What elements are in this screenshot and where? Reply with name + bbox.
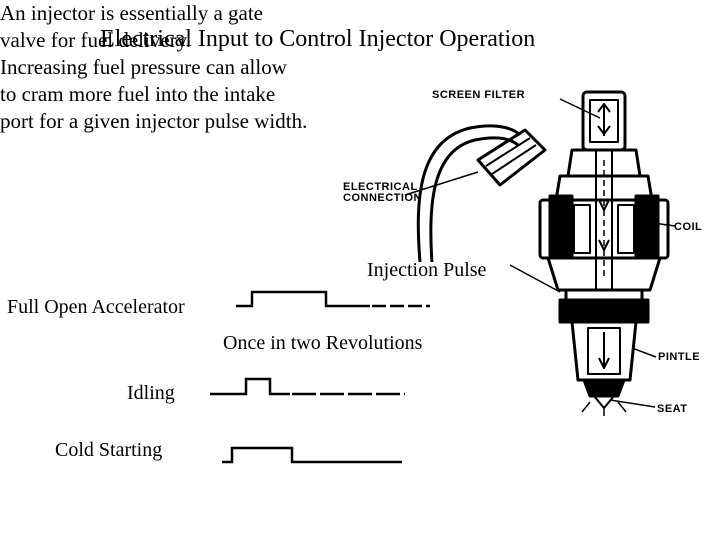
label-screen-filter: SCREEN FILTER [432,89,526,101]
waveform-cold-starting [222,446,402,464]
slide-title: Electrical Input to Control Injector Ope… [100,26,536,52]
description-paragraph: An injector is essentially a gate valve … [0,0,400,135]
label-cold-starting: Cold Starting [55,439,163,461]
label-full-open-accelerator: Full Open Accelerator [7,296,185,318]
waveform-full-open [236,290,370,308]
label-electrical-line-1: ELECTRICAL [343,181,418,193]
label-injection-pulse: Injection Pulse [367,259,487,281]
description-line-2: valve for fuel delivery. [0,28,192,52]
label-electrical-connection: ELECTRICAL CONNECTION [343,182,422,204]
description-line-3: Increasing fuel pressure can allow [0,55,287,79]
label-seat: SEAT [657,403,688,415]
label-pintle: PINTLE [658,351,701,363]
label-coil: COIL [674,221,703,233]
label-electrical-line-2: CONNECTION [343,192,422,204]
description-line-1: An injector is essentially a gate [0,1,264,25]
description-line-5: port for a given injector pulse width. [0,109,308,133]
label-once-two-revolutions: Once in two Revolutions [223,332,423,354]
label-idling: Idling [127,382,175,404]
waveform-idling [210,377,290,396]
description-line-4: to cram more fuel into the intake [0,82,276,106]
